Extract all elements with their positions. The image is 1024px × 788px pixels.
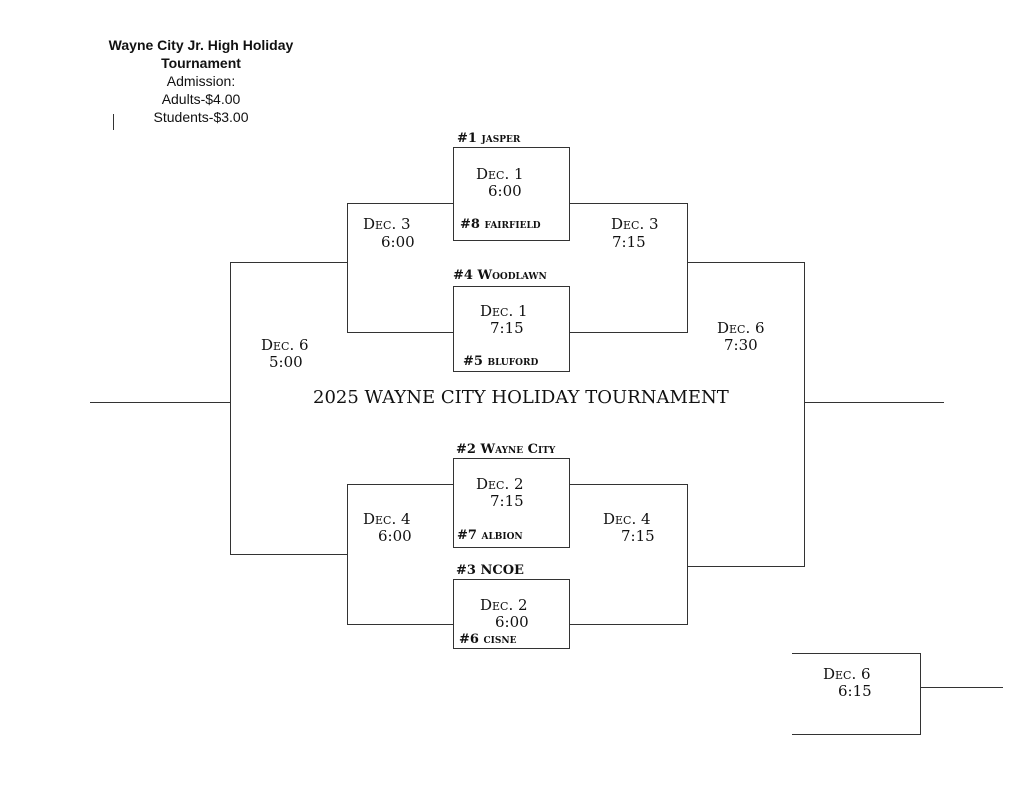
extra-out bbox=[920, 687, 1003, 688]
team-7-label: #7 albion bbox=[457, 528, 523, 543]
header-block: Wayne City Jr. High Holiday Tournament A… bbox=[81, 36, 321, 126]
sf-top-right-time: 7:15 bbox=[612, 233, 646, 251]
left-big-bottom bbox=[230, 554, 348, 555]
final-right-date: Dec. 6 bbox=[717, 319, 765, 337]
students-price: Students-$3.00 bbox=[153, 109, 249, 125]
team-1-label: #1 jasper bbox=[457, 131, 521, 146]
left-big-top bbox=[230, 262, 348, 263]
center-right-line bbox=[804, 402, 944, 403]
tournament-title: 2025 WAYNE CITY HOLIDAY TOURNAMENT bbox=[313, 387, 729, 408]
tl-top bbox=[347, 203, 453, 204]
br-vertical bbox=[687, 484, 688, 625]
tr-top bbox=[570, 203, 687, 204]
game-2-date: Dec. 1 bbox=[480, 302, 528, 320]
game-4-date: Dec. 2 bbox=[480, 596, 528, 614]
right-big-bottom bbox=[687, 566, 805, 567]
sf-top-right-date: Dec. 3 bbox=[611, 215, 659, 233]
game-2-time: 7:15 bbox=[490, 319, 524, 337]
center-left-line bbox=[90, 402, 231, 403]
team-2-label: #2 Wayne City bbox=[456, 442, 556, 457]
right-big-vertical bbox=[804, 262, 805, 567]
game-4-time: 6:00 bbox=[495, 613, 529, 631]
final-left-time: 5:00 bbox=[269, 353, 303, 371]
left-big-vertical bbox=[230, 262, 231, 555]
admission-label: Admission: bbox=[166, 73, 236, 89]
team-8-label: #8 fairfield bbox=[460, 217, 541, 232]
header-title: Wayne City Jr. High Holiday Tournament bbox=[108, 37, 294, 71]
sf-bot-right-date: Dec. 4 bbox=[603, 510, 651, 528]
game-3-time: 7:15 bbox=[490, 492, 524, 510]
final-right-time: 7:30 bbox=[724, 336, 758, 354]
right-big-top bbox=[687, 262, 805, 263]
bl-vertical bbox=[347, 484, 348, 625]
text-cursor bbox=[113, 114, 114, 130]
team-4-label: #4 Woodlawn bbox=[453, 268, 547, 283]
tl-vertical bbox=[347, 203, 348, 333]
sf-bot-left-time: 6:00 bbox=[378, 527, 412, 545]
game-1-date: Dec. 1 bbox=[476, 165, 524, 183]
bl-top bbox=[347, 484, 453, 485]
sf-bot-left-date: Dec. 4 bbox=[363, 510, 411, 528]
bl-bottom bbox=[347, 624, 453, 625]
br-top bbox=[570, 484, 687, 485]
extra-vertical bbox=[920, 653, 921, 735]
final-left-date: Dec. 6 bbox=[261, 336, 309, 354]
game-box-1 bbox=[453, 147, 570, 241]
sf-bot-right-time: 7:15 bbox=[621, 527, 655, 545]
game-box-4 bbox=[453, 579, 570, 649]
br-bottom bbox=[570, 624, 687, 625]
sf-top-left-time: 6:00 bbox=[381, 233, 415, 251]
game-3-date: Dec. 2 bbox=[476, 475, 524, 493]
team-5-label: #5 bluford bbox=[463, 354, 539, 369]
game-1-time: 6:00 bbox=[488, 182, 522, 200]
adults-price: Adults-$4.00 bbox=[161, 91, 241, 107]
extra-bottom bbox=[792, 734, 921, 735]
extra-game-time: 6:15 bbox=[838, 682, 872, 700]
game-box-2 bbox=[453, 286, 570, 372]
tr-vertical bbox=[687, 203, 688, 333]
team-3-label: #3 NCOE bbox=[456, 563, 524, 578]
extra-game-date: Dec. 6 bbox=[823, 665, 871, 683]
game-box-3 bbox=[453, 458, 570, 548]
team-6-label: #6 cisne bbox=[459, 632, 517, 647]
tl-bottom bbox=[347, 332, 453, 333]
extra-top bbox=[792, 653, 921, 654]
sf-top-left-date: Dec. 3 bbox=[363, 215, 411, 233]
tr-bottom bbox=[570, 332, 687, 333]
